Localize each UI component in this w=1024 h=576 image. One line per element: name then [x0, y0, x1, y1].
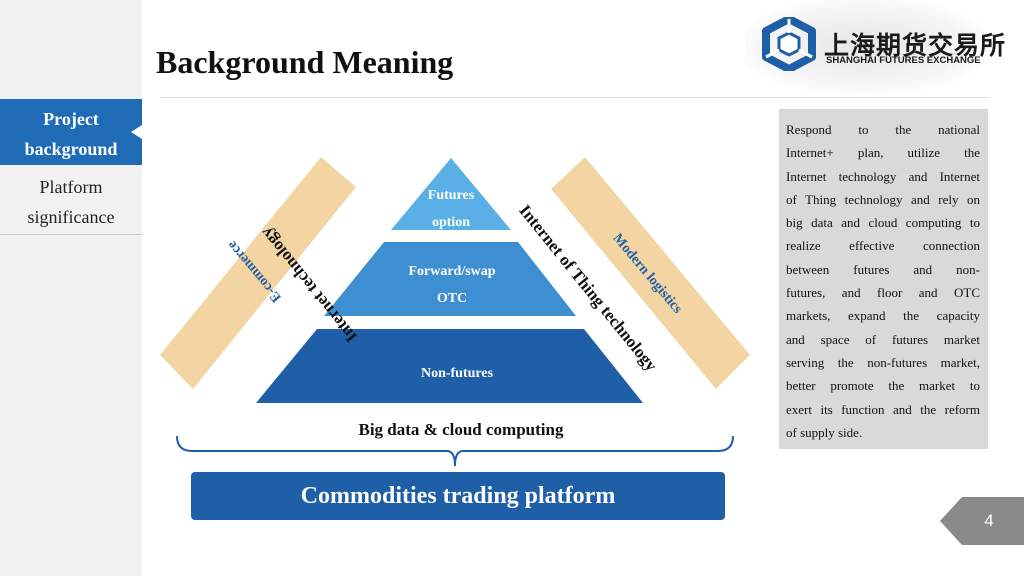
title-divider	[160, 97, 990, 98]
pyramid-top-tier	[391, 158, 511, 230]
description-line: big data and cloud computing to	[786, 215, 980, 231]
sidebar-item-label-line2: background	[24, 139, 118, 159]
shfe-logo-icon	[762, 17, 816, 71]
bracket	[176, 435, 734, 467]
description-line: markets, expand the capacity	[786, 308, 980, 324]
description-line: Internet+ plan, utilize the	[786, 145, 980, 161]
description-box: Respond to the national Internet+ plan, …	[779, 109, 988, 449]
middle-tier-label-line1: Forward/swap	[408, 264, 495, 279]
description-line: better promote the market to	[786, 378, 980, 394]
active-indicator-arrow	[131, 125, 142, 139]
sidebar-item-label-line2: significance	[27, 207, 115, 227]
description-line: and space of futures market	[786, 331, 980, 347]
logo-english-name: SHANGHAI FUTURES EXCHANGE	[826, 55, 981, 66]
page-title: Background Meaning	[156, 44, 454, 80]
description-line: between futures and non-	[786, 261, 980, 277]
description-line: serving the non-futures market,	[786, 354, 980, 370]
sidebar-item-platform-significance[interactable]: Platform significance	[0, 172, 142, 235]
top-tier-label-line2: option	[432, 215, 470, 230]
left-bar	[160, 157, 356, 389]
sidebar-item-project-background[interactable]: Project background	[0, 99, 142, 165]
pyramid-bottom-tier	[256, 329, 643, 403]
description-line: of supply side.	[786, 424, 863, 440]
description-line: futures, and floor and OTC	[786, 285, 980, 301]
commodities-trading-platform: Commodities trading platform	[191, 472, 725, 520]
description-line: realize effective connection	[786, 238, 980, 254]
top-tier-label-line1: Futures	[428, 188, 475, 203]
bottom-tier-label: Non-futures	[421, 366, 494, 381]
description-line: Respond to the national	[786, 122, 980, 137]
right-bar	[551, 157, 750, 389]
sidebar-item-label-line1: Platform	[39, 177, 103, 197]
sidebar-item-label-line1: Project	[43, 109, 99, 129]
base-label: Big data & cloud computing	[359, 420, 564, 439]
sidebar	[0, 0, 142, 576]
description-line: Internet technology and Internet	[786, 168, 980, 184]
logo-chinese-name: 上海期货交易所	[824, 31, 1007, 60]
description-line: of Thing technology and rely on	[786, 191, 980, 207]
pyramid-middle-tier	[324, 242, 576, 316]
description-line: exert its function and the reform	[786, 401, 980, 417]
middle-tier-label-line2: OTC	[437, 291, 467, 306]
